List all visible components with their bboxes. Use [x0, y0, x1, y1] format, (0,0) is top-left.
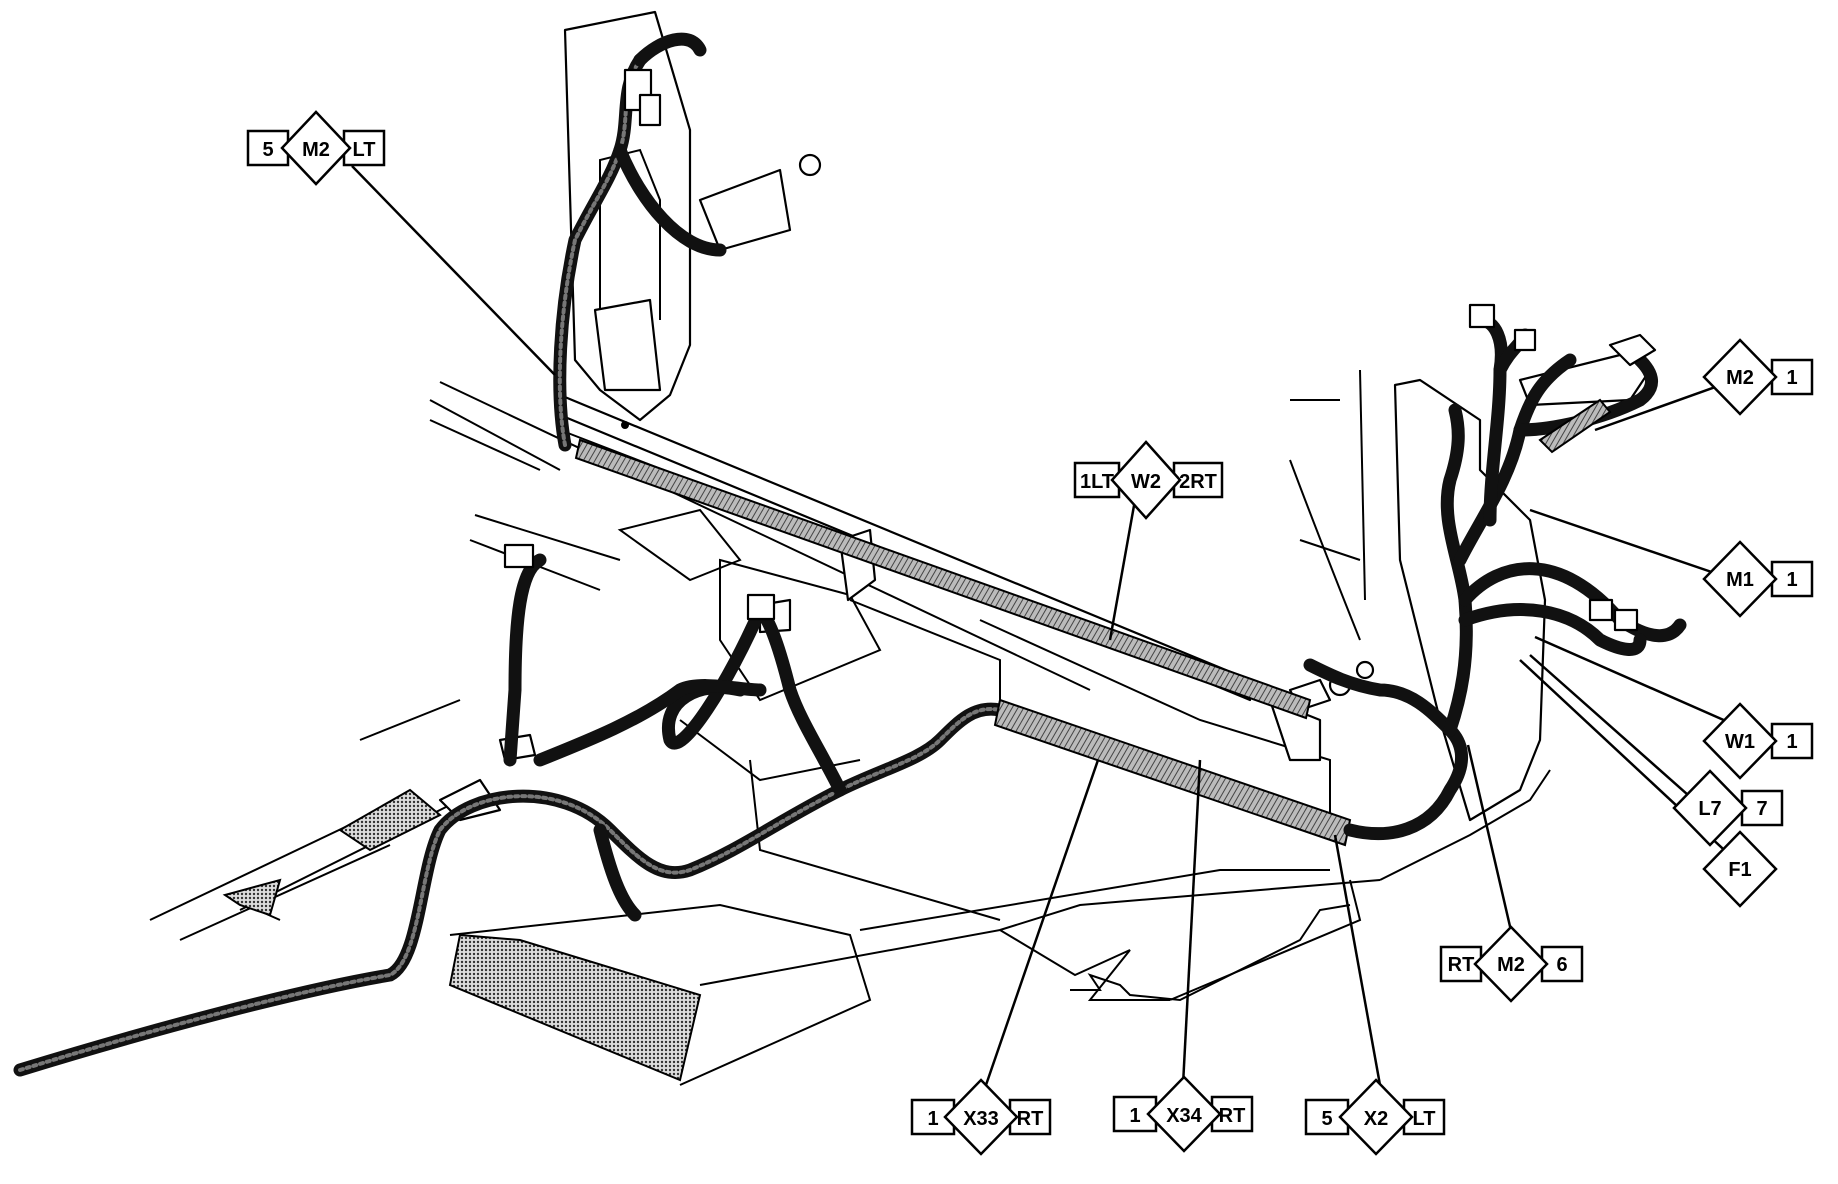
callout-m2-lt-right: LT	[353, 139, 376, 161]
callout-w2-right: 2RT	[1179, 471, 1217, 493]
callout-m2-1-code: M2	[1726, 367, 1754, 389]
callout-w1-1: W1 1	[1702, 702, 1814, 780]
callout-f1-code: F1	[1728, 859, 1751, 881]
callout-x2-code: X2	[1364, 1108, 1388, 1130]
callout-m2-1-right: 1	[1786, 367, 1797, 389]
callout-x34-right: RT	[1219, 1105, 1246, 1127]
callout-x34: 1 X34 RT	[1112, 1075, 1254, 1153]
callout-x33-code: X33	[963, 1108, 999, 1130]
callout-x33-right: RT	[1017, 1108, 1044, 1130]
callout-x2-left: 5	[1321, 1108, 1332, 1130]
callout-x34-code: X34	[1166, 1105, 1202, 1127]
callout-m2-rt-code: M2	[1497, 954, 1525, 976]
callout-f1: F1	[1702, 830, 1778, 908]
callout-x34-left: 1	[1129, 1105, 1140, 1127]
callout-m2-lt-5: 5 M2 LT	[246, 110, 386, 186]
callout-x33-left: 1	[927, 1108, 938, 1130]
callout-m2-1: M2 1	[1702, 338, 1814, 416]
callout-w2-left: 1LT	[1080, 471, 1114, 493]
callout-w2-code: W2	[1131, 471, 1161, 493]
callout-l7-7: L7 7	[1672, 769, 1784, 847]
callout-m2-lt-left: 5	[262, 139, 273, 161]
callout-x2-right: LT	[1413, 1108, 1436, 1130]
callout-m2-rt-6: RT M2 6	[1439, 925, 1584, 1003]
callout-l7-7-code: L7	[1698, 798, 1721, 820]
callout-w1-1-code: W1	[1725, 731, 1755, 753]
callout-m2-rt-right: 6	[1556, 954, 1567, 976]
callout-w1-1-right: 1	[1786, 731, 1797, 753]
callout-x33: 1 X33 RT	[910, 1078, 1052, 1156]
callout-m2-lt-code: M2	[302, 139, 330, 161]
callout-x2: 5 X2 LT	[1304, 1078, 1446, 1156]
callout-m1-1: M1 1	[1702, 540, 1814, 618]
callout-m1-1-code: M1	[1726, 569, 1754, 591]
wiring-harness	[13, 32, 1687, 1077]
callout-l7-7-right: 7	[1756, 798, 1767, 820]
callout-m1-1-right: 1	[1786, 569, 1797, 591]
vehicle-body-outline	[149, 10, 1652, 1086]
callout-w2: 1LT W2 2RT	[1073, 440, 1224, 520]
callout-m2-rt-left: RT	[1448, 954, 1475, 976]
